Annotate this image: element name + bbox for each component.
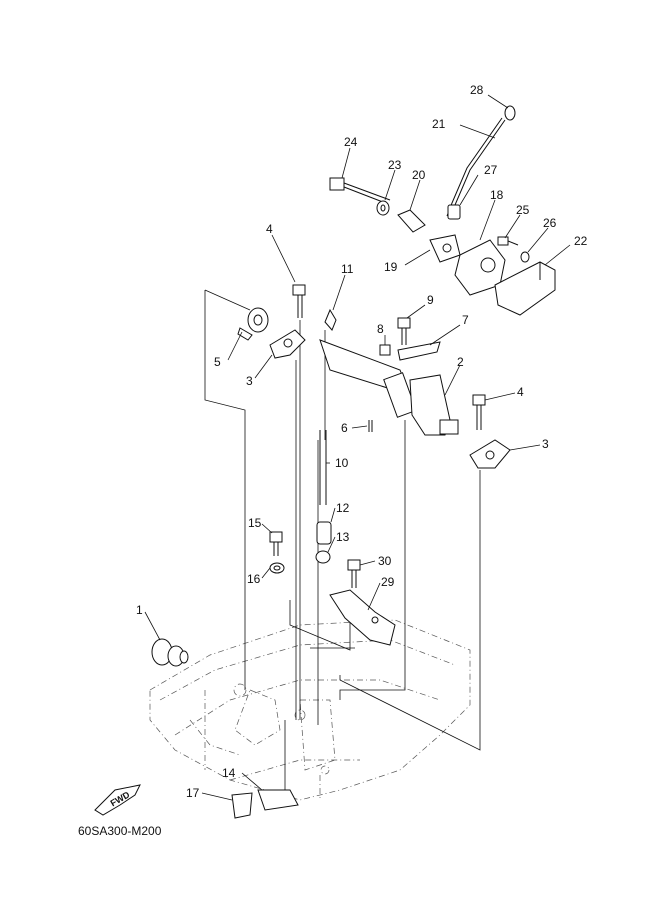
part-label-21: 21 <box>432 117 446 131</box>
pin-11-part <box>324 308 337 331</box>
fwd-arrow-icon: FWD <box>94 784 141 816</box>
nut-8-part <box>379 344 391 356</box>
shift-shaft-assembly <box>319 339 417 418</box>
link-3-lower-part <box>469 439 511 469</box>
bracket-22-part <box>494 261 556 316</box>
bolt-4-upper-part <box>292 284 306 318</box>
part-label-19: 19 <box>384 260 398 274</box>
callout-leaders <box>144 94 571 801</box>
part-label-12: 12 <box>336 501 350 515</box>
long-bolt-part <box>329 177 391 205</box>
spacer-12-part <box>316 521 332 545</box>
small-bolt-25-part <box>497 236 519 246</box>
collar-part <box>397 209 426 233</box>
bolt-4-lower-part <box>472 394 486 430</box>
part-label-10: 10 <box>335 456 349 470</box>
part-label-6: 6 <box>341 421 348 435</box>
part-label-5: 5 <box>214 355 221 369</box>
part-label-29: 29 <box>381 575 395 589</box>
part-label-9: 9 <box>427 293 434 307</box>
bolt-15-part <box>269 531 283 556</box>
part-label-25: 25 <box>516 203 530 217</box>
link-3-upper-part <box>269 329 306 359</box>
part-label-3-upper: 3 <box>246 374 253 388</box>
part-label-11: 11 <box>341 262 354 276</box>
part-label-18: 18 <box>490 188 504 202</box>
bracket-29-part <box>329 589 396 646</box>
part-label-30: 30 <box>378 554 392 568</box>
bolt-9-part <box>397 317 411 345</box>
washer-26-part <box>520 251 530 263</box>
knob-part <box>504 105 516 121</box>
rod-10-part <box>319 430 327 505</box>
part-label-4-lower: 4 <box>517 385 524 399</box>
part-label-27: 27 <box>484 163 498 177</box>
engine-housing-outline <box>149 619 471 801</box>
washer-16-part <box>269 562 285 574</box>
part-label-2: 2 <box>457 355 464 369</box>
part-label-7: 7 <box>462 313 469 327</box>
shift-lever-2-part <box>409 374 459 436</box>
clip-part <box>447 204 461 220</box>
drawing-code: 60SA300-M200 <box>78 824 162 838</box>
part-label-23: 23 <box>388 158 402 172</box>
grommet-1-part <box>151 638 189 667</box>
part-label-4-upper: 4 <box>266 222 273 236</box>
part-label-17: 17 <box>186 786 200 800</box>
part-label-22: 22 <box>574 234 588 248</box>
part-label-16: 16 <box>247 572 261 586</box>
part-label-1: 1 <box>136 603 143 617</box>
bushing-5-part <box>237 307 269 341</box>
lever-part <box>429 234 461 263</box>
part-label-26: 26 <box>543 216 557 230</box>
bracket-14-part <box>257 789 299 811</box>
part-label-3-lower: 3 <box>542 437 549 451</box>
nut-13-part <box>315 550 331 564</box>
bolt-30-part <box>347 559 361 588</box>
part-label-15: 15 <box>248 516 262 530</box>
part-label-8: 8 <box>377 322 384 336</box>
part-label-28: 28 <box>470 83 484 97</box>
part-label-24: 24 <box>344 135 358 149</box>
clip-17-part <box>231 792 253 819</box>
part-label-20: 20 <box>412 168 426 182</box>
part-label-13: 13 <box>336 530 350 544</box>
pin-6-part <box>368 420 373 432</box>
plate-7-part <box>397 341 441 361</box>
washer-part <box>376 200 390 216</box>
part-label-14: 14 <box>222 766 236 780</box>
